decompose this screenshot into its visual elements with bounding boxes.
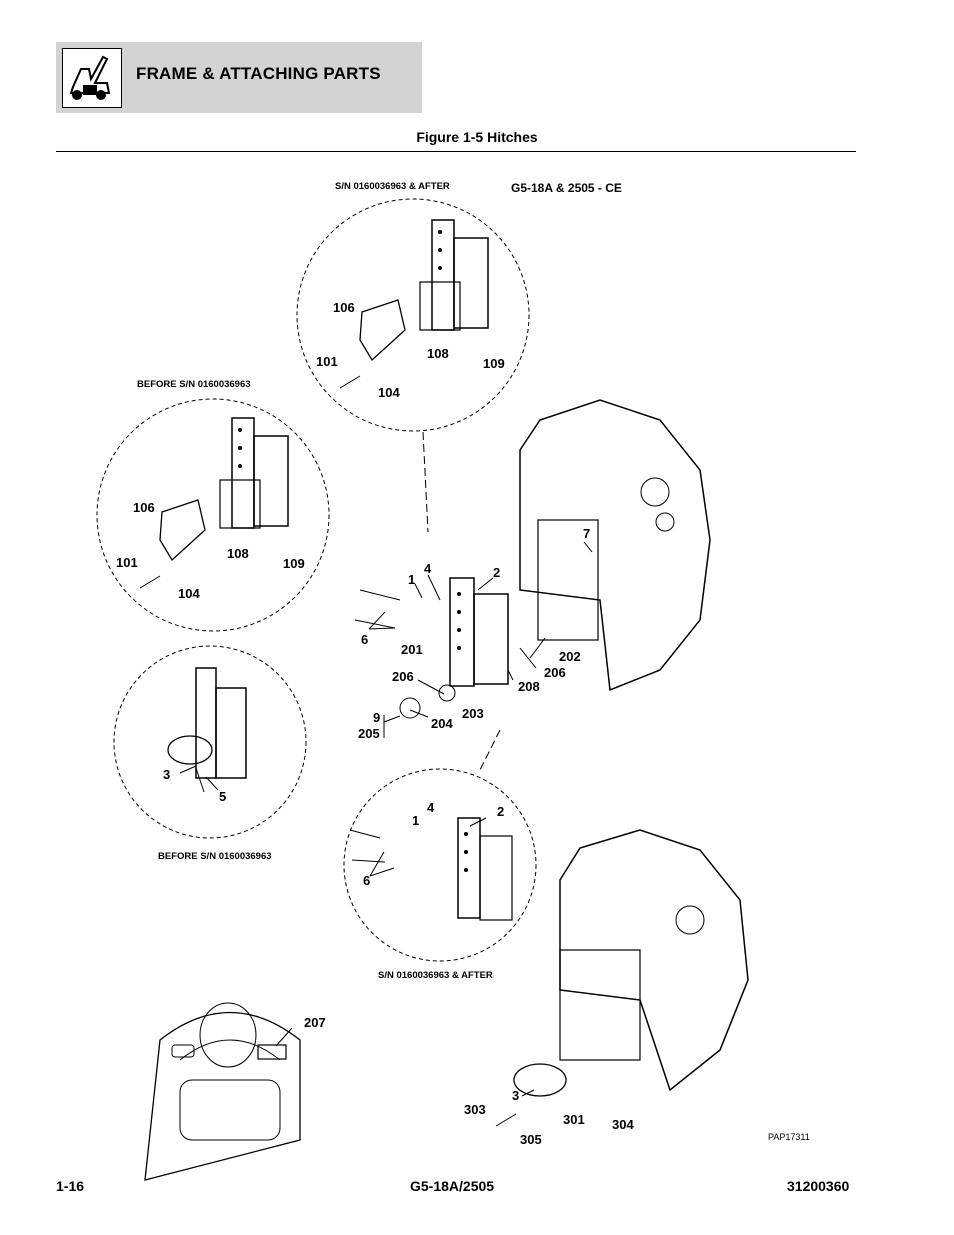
callout-206: 206 [392, 669, 414, 684]
callout-109: 109 [283, 556, 305, 571]
callout-208: 208 [518, 679, 540, 694]
callout-106: 106 [133, 500, 155, 515]
detail-circle-left [96, 398, 330, 632]
callout-9: 9 [373, 710, 381, 725]
callout-2: 2 [493, 565, 501, 580]
callout-1: 1 [412, 813, 420, 828]
callout-2: 2 [497, 804, 505, 819]
forklift-icon [62, 48, 122, 108]
callout-4: 4 [427, 800, 435, 815]
caption-after-bottom: S/N 0160036963 & AFTER [378, 970, 493, 981]
callout-7: 7 [583, 526, 591, 541]
caption-top-sn: S/N 0160036963 & AFTER [335, 181, 450, 192]
callout-301: 301 [563, 1112, 585, 1127]
callout-201: 201 [401, 642, 423, 657]
footer-model: G5-18A/2505 [410, 1178, 495, 1194]
callout-305: 305 [520, 1132, 542, 1147]
callout-3: 3 [512, 1088, 520, 1103]
callout-106: 106 [333, 300, 355, 315]
callout-205: 205 [358, 726, 380, 741]
caption-before-bottom: BEFORE S/N 0160036963 [158, 851, 272, 862]
callout-6: 6 [363, 873, 371, 888]
callout-203: 203 [462, 706, 484, 721]
callout-109: 109 [483, 356, 505, 371]
drawing-id: PAP17311 [768, 1132, 810, 1142]
callout-108: 108 [227, 546, 249, 561]
callout-207: 207 [304, 1015, 326, 1030]
page-number: 1-16 [56, 1178, 85, 1194]
callout-206: 206 [544, 665, 566, 680]
callout-1: 1 [408, 572, 416, 587]
callout-104: 104 [178, 586, 200, 601]
callout-304: 304 [612, 1117, 634, 1132]
callout-104: 104 [378, 385, 400, 400]
detail-circle-lower [343, 768, 537, 962]
callout-3: 3 [163, 767, 171, 782]
callout-202: 202 [559, 649, 581, 664]
detail-circle-mid [113, 645, 307, 839]
callout-204: 204 [431, 716, 453, 731]
caption-model: G5-18A & 2505 - CE [511, 181, 622, 195]
section-title: FRAME & ATTACHING PARTS [136, 64, 381, 83]
title-rule [56, 151, 856, 152]
figure-title: Figure 1-5 Hitches [416, 129, 538, 145]
callout-6: 6 [361, 632, 369, 647]
caption-before-top: BEFORE S/N 0160036963 [137, 379, 251, 390]
callout-101: 101 [316, 354, 338, 369]
callout-101: 101 [116, 555, 138, 570]
detail-circle-top [296, 198, 530, 432]
callout-5: 5 [219, 789, 227, 804]
doc-number: 31200360 [787, 1178, 850, 1194]
callout-108: 108 [427, 346, 449, 361]
callout-4: 4 [424, 561, 432, 576]
callout-303: 303 [464, 1102, 486, 1117]
